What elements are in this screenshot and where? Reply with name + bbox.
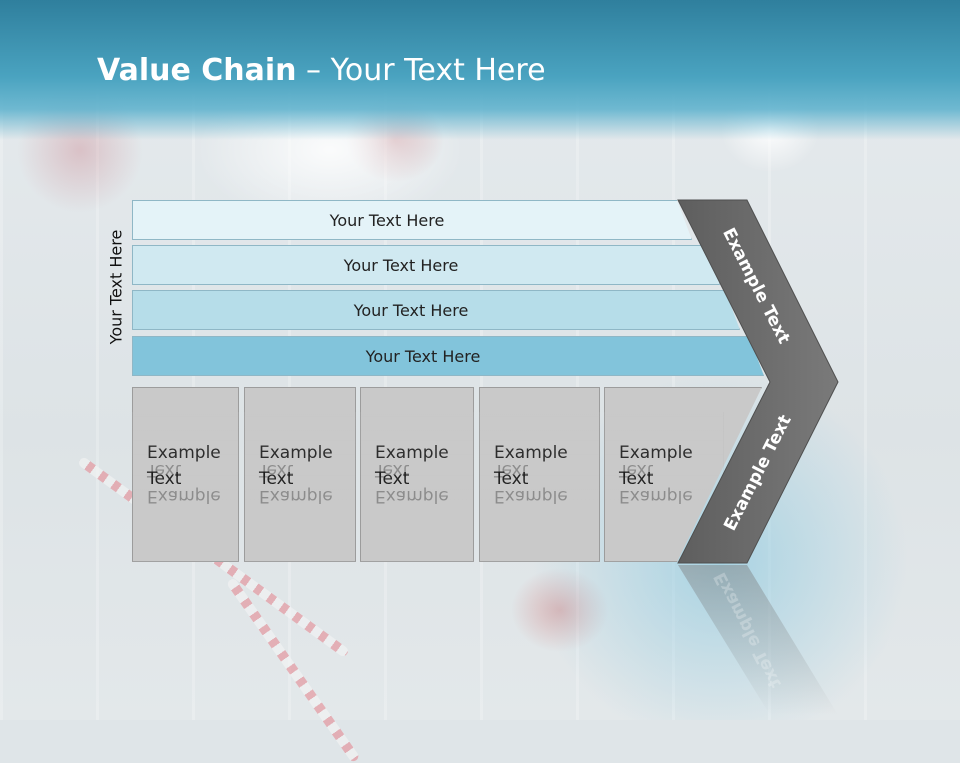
chevron-arrow (677, 199, 839, 715)
page-title: Value Chain – Your Text Here (97, 53, 546, 88)
chevron-reflection (678, 565, 838, 715)
title-bar: Value Chain – Your Text Here (0, 0, 960, 140)
support-bar-1[interactable]: Your Text Here (132, 200, 692, 240)
support-bar-2[interactable]: Your Text Here (132, 245, 720, 285)
support-bar-3[interactable]: Your Text Here (132, 290, 740, 330)
chevron-shape (677, 199, 839, 564)
support-bar-4[interactable]: Your Text Here (132, 336, 764, 376)
